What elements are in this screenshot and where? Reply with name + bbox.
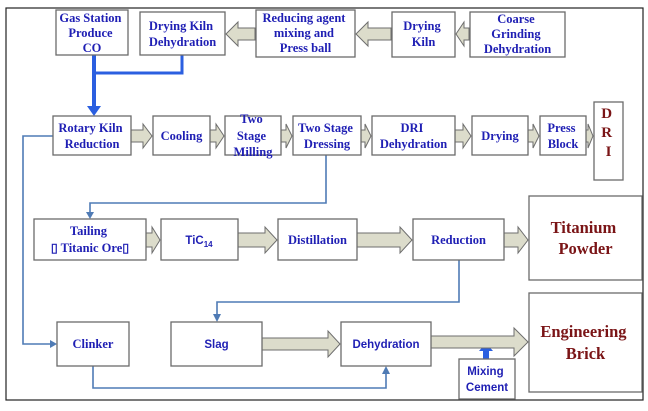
svg-text:Drying Kiln: Drying Kiln — [403, 19, 444, 49]
box-coarse-grinding: Coarse Grinding Dehydration — [469, 11, 566, 58]
dressing-to-tailing-connector — [86, 155, 327, 219]
box-dri-dehydration: DRI Dehydration — [371, 115, 456, 156]
box-engineering-brick: Engineering Brick — [528, 292, 643, 393]
arrow-slag-to-dehydration — [261, 329, 341, 359]
box-two-stage-dressing: Two Stage Dressing — [292, 115, 362, 156]
svg-text:DRI Dehydration: DRI Dehydration — [380, 121, 447, 151]
arrow-rotary-to-cooling — [130, 122, 153, 150]
box-two-stage-milling: Two Stage Milling — [224, 112, 282, 159]
arrow-drying-to-press-block — [527, 123, 540, 149]
box-slag: Slag — [170, 321, 263, 367]
box-cooling: Cooling — [152, 115, 211, 156]
svg-text:Rotary Kiln Reduction: Rotary Kiln Reduction — [58, 121, 125, 151]
gas-station-label: Gas Station Produce CO — [59, 11, 124, 55]
box-drying-kiln-dehydration: Drying Kiln Dehydration — [139, 11, 226, 56]
box-gas-station: Gas Station Produce CO — [55, 9, 129, 56]
svg-text:Mixing Cement: Mixing Cement — [466, 366, 508, 394]
arrow-drying-kiln-to-reducing — [355, 20, 392, 48]
arrow-coarse-to-drying-kiln — [455, 20, 470, 48]
svg-text:Two Stage Dressing: Two Stage Dressing — [298, 121, 356, 151]
arrow-reducing-to-drying-kiln-dehydration — [225, 20, 256, 48]
box-drying-kiln: Drying Kiln — [391, 11, 456, 58]
box-ticl: TiC14 — [160, 218, 239, 261]
svg-text:Engineering Brick: Engineering Brick — [540, 322, 630, 363]
box-reducing-agent: Reducing agent mixing and Press ball — [255, 9, 356, 58]
svg-text:Drying: Drying — [481, 129, 519, 143]
svg-text:Drying Kiln Dehydration: Drying Kiln Dehydration — [149, 19, 216, 49]
svg-text:Clinker: Clinker — [73, 337, 114, 351]
svg-text:Coarse Grinding De: Coarse Grinding Dehydration — [484, 12, 551, 56]
box-dri-product: D R I — [593, 101, 624, 181]
svg-text:D R I: D R I — [601, 106, 616, 160]
box-distillation: Distillation — [277, 218, 358, 261]
svg-text:Distillation: Distillation — [288, 233, 347, 247]
box-reduction: Reduction — [412, 218, 505, 261]
box-tailing-titanic-ore: Tailing ▯ Titanic Ore▯ — [33, 218, 147, 261]
box-rotary-kiln: Rotary Kiln Reduction — [52, 115, 132, 156]
arrow-dehydration-to-engineering-brick — [430, 326, 529, 358]
svg-text:TiC14: TiC14 — [185, 235, 213, 249]
arrow-ticl-to-distillation — [237, 225, 278, 255]
box-clinker: Clinker — [56, 321, 130, 367]
arrow-distillation-to-reduction — [356, 225, 413, 255]
arrow-dressing-to-dri-dehydration — [360, 123, 372, 149]
box-press-block: Press Block — [539, 115, 587, 156]
box-mixing-cement: Mixing Cement — [458, 358, 516, 400]
arrow-press-block-to-dri — [585, 123, 594, 149]
svg-text:Titanium Powder: Titanium Powder — [551, 218, 621, 258]
arrow-cooling-to-milling — [209, 122, 225, 150]
box-dehydration: Dehydration — [340, 321, 432, 367]
box-titanium-powder: Titanium Powder — [528, 195, 643, 281]
svg-text:Press Block: Press Block — [547, 121, 578, 151]
svg-text:Two Stage Milling: Two Stage Milling — [234, 112, 274, 159]
arrow-reduction-to-titanium-powder — [503, 225, 529, 255]
svg-text:Slag: Slag — [204, 339, 228, 351]
svg-text:Reduction: Reduction — [431, 233, 486, 247]
rotary-kiln-to-clinker-connector — [22, 135, 57, 348]
reduction-to-slag-connector — [213, 260, 460, 322]
svg-text:Dehydration: Dehydration — [352, 339, 419, 351]
arrow-milling-to-dressing — [280, 123, 293, 149]
diagram-frame — [5, 7, 644, 401]
box-drying: Drying — [471, 115, 529, 156]
clinker-to-dehydration-connector — [92, 366, 390, 389]
arrow-tailing-to-ticl — [145, 225, 161, 255]
svg-text:Reducing agent mixing an: Reducing agent mixing and Press ball — [262, 11, 348, 55]
svg-text:Tailing ▯ Titanic Ore▯: Tailing ▯ Titanic Ore▯ — [51, 224, 129, 255]
gas-flow-connector — [87, 55, 184, 116]
svg-text:Cooling: Cooling — [161, 129, 203, 143]
arrow-dri-dehydration-to-drying — [454, 122, 472, 150]
